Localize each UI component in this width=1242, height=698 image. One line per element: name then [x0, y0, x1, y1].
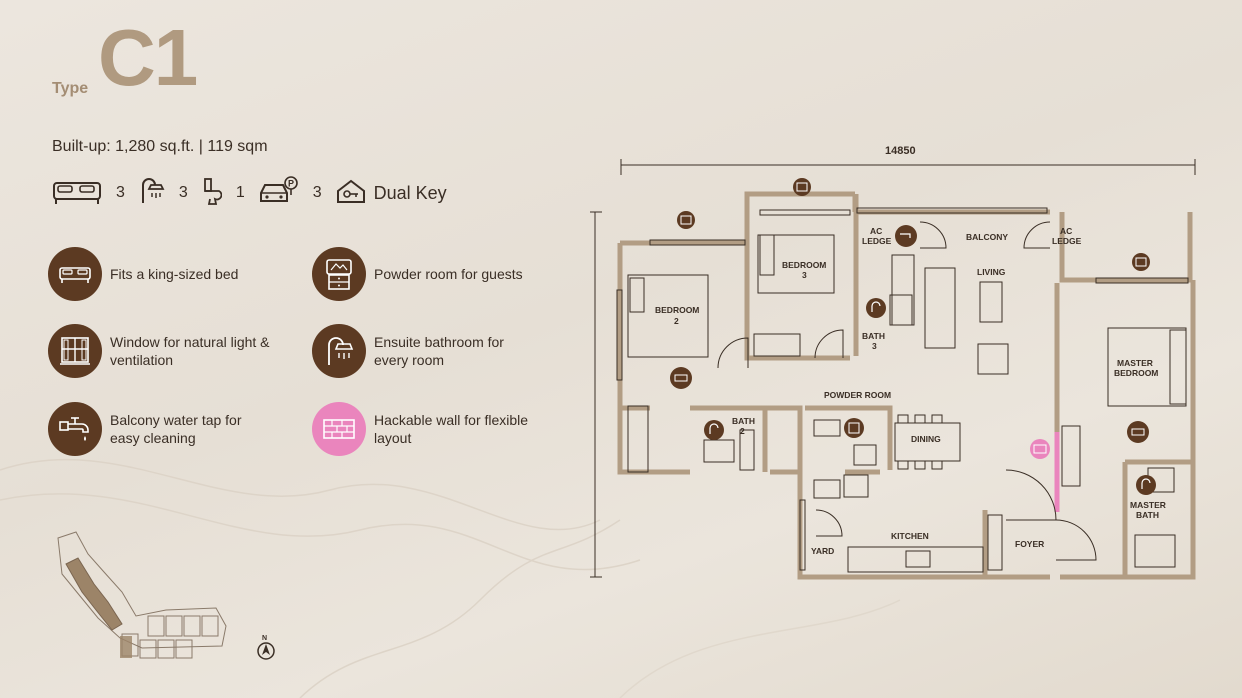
- brick-wall-icon: [312, 402, 366, 456]
- width-dimension-label: 14850: [885, 145, 916, 157]
- windows: [616, 207, 1189, 571]
- shower-icon: [139, 177, 165, 210]
- north-arrow-icon: N: [257, 635, 275, 660]
- floor-plan: 14850 9375: [580, 145, 1196, 580]
- room-bedroom2-line2: 2: [674, 316, 679, 326]
- feature-text: Balcony water tap for easy cleaning: [110, 412, 242, 446]
- feature-text: Hackable wall for flexible layout: [374, 412, 529, 446]
- powder-room-icon: [844, 418, 864, 438]
- feature-text: Fits a king-sized bed: [110, 266, 239, 282]
- furniture: [627, 234, 1187, 573]
- room-foyer: FOYER: [1015, 539, 1044, 549]
- shower-icon: [866, 298, 886, 318]
- bedroom-count: 3: [116, 184, 125, 201]
- feature-text: Window for natural light & ventilation: [110, 334, 270, 368]
- dual-key-icon: [336, 178, 366, 209]
- water-tap-icon: [48, 402, 102, 456]
- room-master-bath-line1: MASTER: [1130, 500, 1166, 510]
- walls: [617, 191, 1196, 580]
- shower-icon: [704, 420, 724, 440]
- room-bedroom3-line1: BEDROOM: [782, 260, 826, 270]
- room-master-bedroom-line1: MASTER: [1117, 358, 1153, 368]
- room-bath2-line1: BATH: [732, 416, 755, 426]
- room-ac-ledge2-line1: AC: [1060, 226, 1072, 236]
- room-ac-ledge1-line1: AC: [870, 226, 882, 236]
- room-bedroom2-line1: BEDROOM: [655, 305, 699, 315]
- type-label: Type: [52, 80, 89, 97]
- powder-room-count: 1: [235, 184, 245, 201]
- window-icon: [1132, 253, 1150, 271]
- window-icon: [48, 324, 102, 378]
- room-master-bath-line2: BATH: [1136, 510, 1159, 520]
- room-powder-room: POWDER ROOM: [824, 390, 891, 400]
- parking-car-icon: P: [259, 175, 299, 212]
- key-plan: [57, 531, 227, 659]
- window-icon: [677, 211, 695, 229]
- room-bath2-line2: 2: [740, 426, 745, 436]
- parking-count: 3: [312, 184, 322, 201]
- room-bedroom3-line2: 3: [802, 270, 807, 280]
- room-bath3-line1: BATH: [862, 331, 885, 341]
- built-up-area: Built-up: 1,280 sq.ft. | 119 sqm: [52, 138, 268, 155]
- feature-hackable-wall: Hackable wall for flexible layout: [312, 402, 534, 456]
- window-icon: [793, 178, 811, 196]
- feature-powder-room: Powder room for guests: [312, 247, 534, 301]
- plan-markers: [670, 178, 1156, 495]
- doors: [717, 221, 1097, 561]
- shower-icon: [312, 324, 366, 378]
- layout-type: Dual Key: [373, 182, 447, 203]
- feature-text: Powder room for guests: [374, 266, 523, 282]
- height-dimension: 9375: [580, 211, 602, 578]
- feature-window: Window for natural light & ventilation: [48, 324, 270, 378]
- water-tap-icon: [895, 225, 917, 247]
- unit-code: C1: [98, 13, 198, 102]
- feature-text: Ensuite bathroom for every room: [374, 334, 504, 368]
- room-ac-ledge1-line2: LEDGE: [862, 236, 892, 246]
- room-yard: YARD: [811, 546, 834, 556]
- room-labels: BEDROOM 2 BEDROOM 3 AC LEDGE BALCONY AC …: [655, 226, 1166, 556]
- room-bath3-line2: 3: [872, 341, 877, 351]
- room-balcony: BALCONY: [966, 232, 1008, 242]
- shower-icon: [1136, 475, 1156, 495]
- feature-water-tap: Balcony water tap for easy cleaning: [48, 402, 270, 456]
- room-kitchen: KITCHEN: [891, 531, 929, 541]
- unit-location-highlight: [65, 557, 123, 631]
- powder-room-icon: [312, 247, 366, 301]
- spec-row: 3 3 1 P 3 Dual Key: [52, 175, 447, 212]
- height-dimension-label: 9375: [580, 378, 582, 402]
- bed-icon: [670, 367, 692, 389]
- bathroom-count: 3: [178, 184, 188, 201]
- room-living: LIVING: [977, 267, 1006, 277]
- feature-king-bed: Fits a king-sized bed: [48, 247, 270, 301]
- room-master-bedroom-line2: BEDROOM: [1114, 368, 1158, 378]
- bed-icon: [48, 247, 102, 301]
- toilet-icon: [202, 177, 223, 210]
- north-label: N: [262, 635, 267, 642]
- room-dining: DINING: [911, 434, 941, 444]
- bed-icon: [1127, 421, 1149, 443]
- bed-icon: [52, 177, 102, 210]
- svg-text:P: P: [288, 178, 294, 188]
- width-dimension: 14850: [620, 145, 1196, 175]
- feature-ensuite: Ensuite bathroom for every room: [312, 324, 534, 378]
- brick-wall-icon: [1030, 439, 1050, 459]
- room-ac-ledge2-line2: LEDGE: [1052, 236, 1082, 246]
